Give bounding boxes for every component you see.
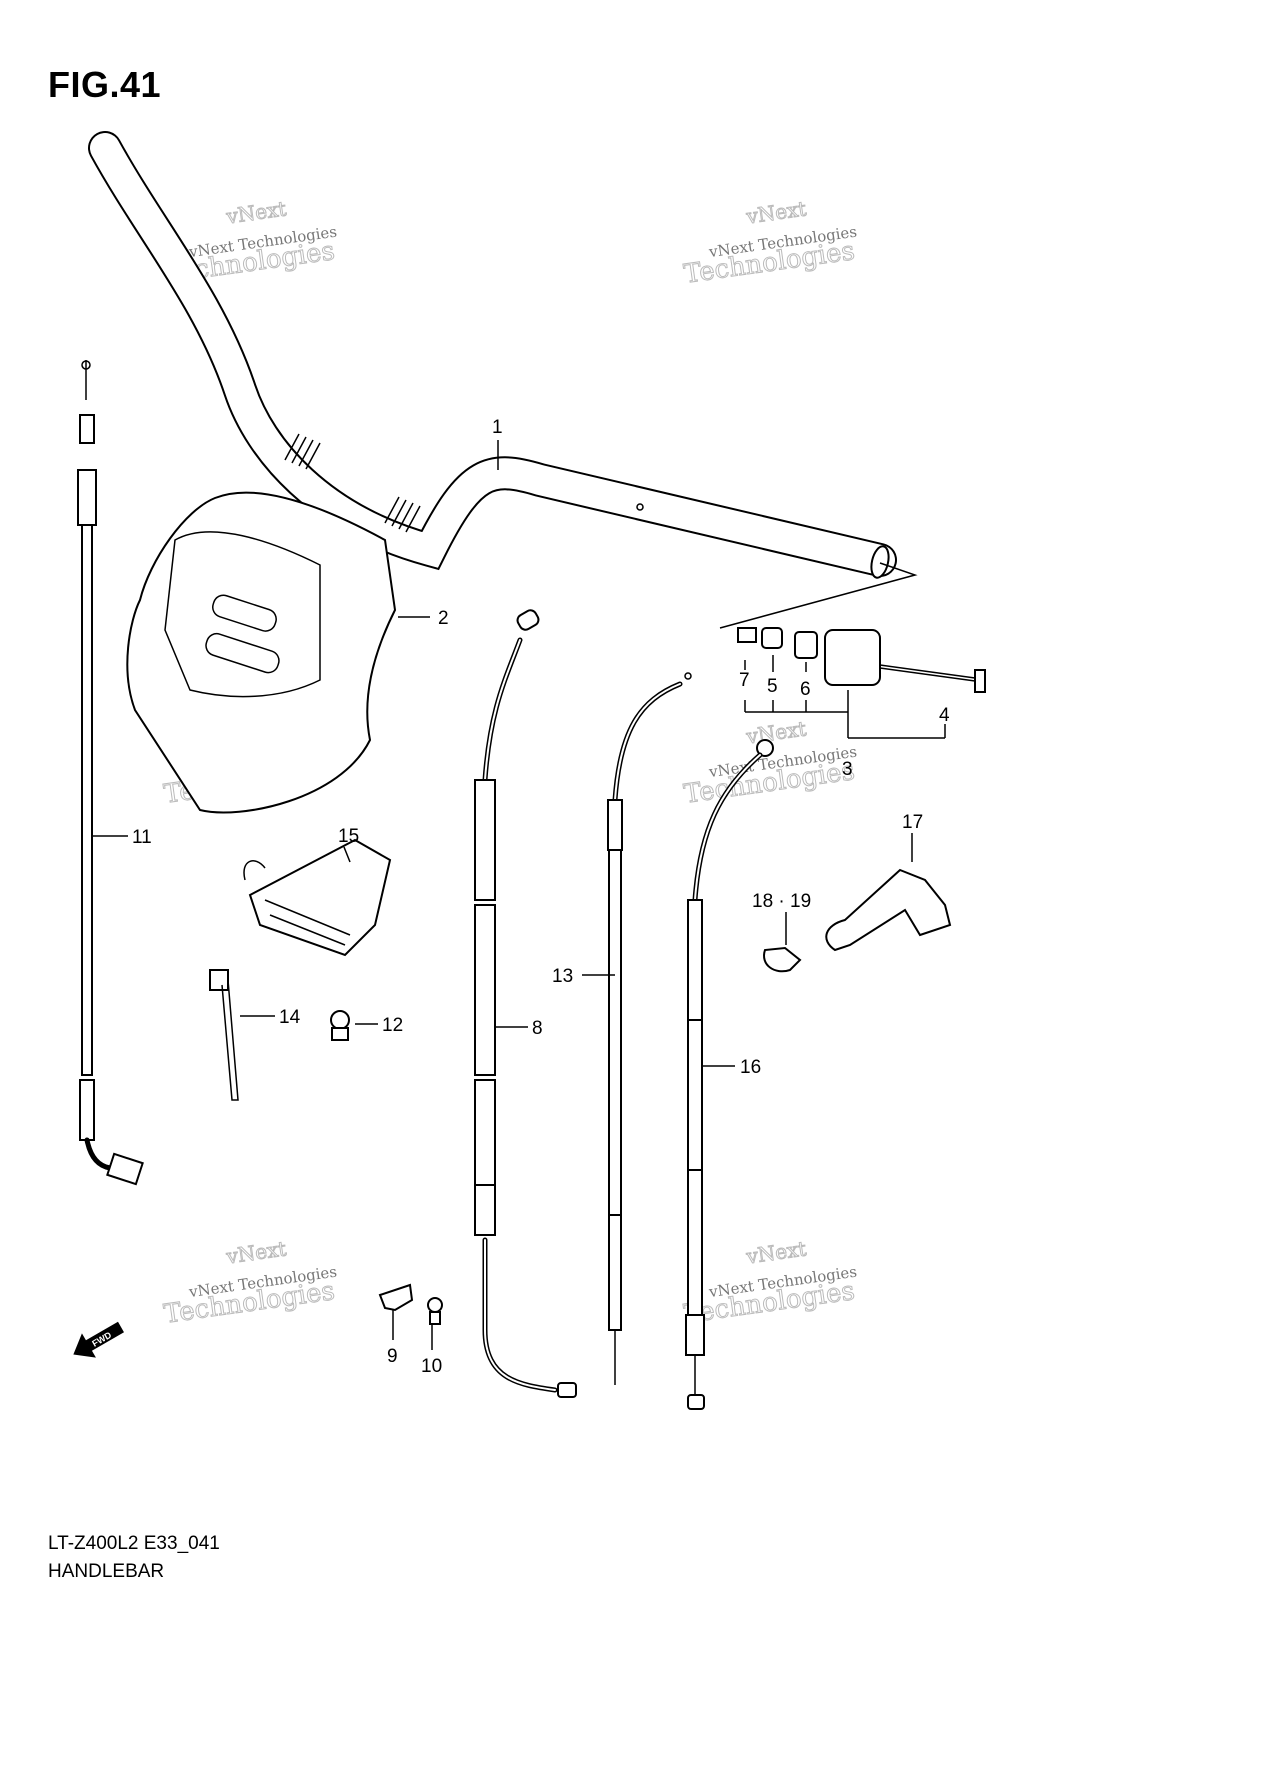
clip-12-part — [330, 1010, 350, 1041]
callout-15: 15 — [338, 826, 359, 847]
svg-text:vNext: vNext — [744, 1236, 808, 1268]
callout-7: 7 — [739, 670, 750, 691]
bracket-17-part — [825, 868, 952, 952]
handlebar-pad-part — [126, 491, 397, 814]
watermark-mid-right: vNext vNext Technologies Technologies — [682, 716, 858, 810]
callout-12: 12 — [382, 1015, 403, 1036]
callout-17: 17 — [902, 812, 923, 833]
svg-text:vNext: vNext — [224, 1236, 288, 1268]
cable-16-part — [685, 739, 774, 1410]
callout-10: 10 — [421, 1356, 442, 1377]
watermark-bottom-left: vNext vNext Technologies Technologies — [162, 1236, 338, 1330]
section-name: HANDLEBAR — [48, 1561, 165, 1582]
figure-title: FIG.41 — [48, 64, 162, 105]
holder-15-part — [243, 838, 392, 957]
callout-2: 2 — [438, 608, 449, 629]
tie-14-part — [209, 969, 239, 1101]
model-code: LT-Z400L2 E33_041 — [48, 1533, 220, 1554]
bracket-9-part — [378, 1283, 414, 1312]
figure-footer: LT-Z400L2 E33_041 HANDLEBAR — [48, 1530, 220, 1586]
callout-8: 8 — [532, 1018, 543, 1039]
cable-8-part — [474, 609, 577, 1398]
callout-11: 11 — [132, 827, 152, 848]
svg-text:vNext: vNext — [744, 716, 808, 748]
svg-text:vNext: vNext — [224, 196, 288, 228]
callout-1: 1 — [492, 417, 503, 438]
bar-end-parts — [737, 627, 986, 693]
callout-18-19: 18 · 19 — [752, 891, 811, 912]
callout-5: 5 — [767, 676, 778, 697]
bolt-10-part — [427, 1297, 443, 1325]
watermark-top-right: vNext vNext Technologies Technologies — [682, 196, 858, 290]
svg-text:vNext: vNext — [744, 196, 808, 228]
cable-13-part — [607, 672, 692, 1385]
callout-14: 14 — [279, 1007, 301, 1028]
leader-lines — [92, 440, 946, 1350]
callout-13: 13 — [552, 966, 573, 987]
callout-6: 6 — [800, 679, 811, 700]
cable-11-part — [77, 360, 144, 1186]
fwd-arrow-icon: FWD — [73, 1321, 124, 1358]
callout-4: 4 — [939, 705, 950, 726]
callout-16: 16 — [740, 1057, 761, 1078]
callout-3: 3 — [842, 759, 853, 780]
callout-9: 9 — [387, 1346, 398, 1367]
clamp-18-19-part — [763, 946, 802, 973]
handlebar-part — [88, 131, 918, 629]
